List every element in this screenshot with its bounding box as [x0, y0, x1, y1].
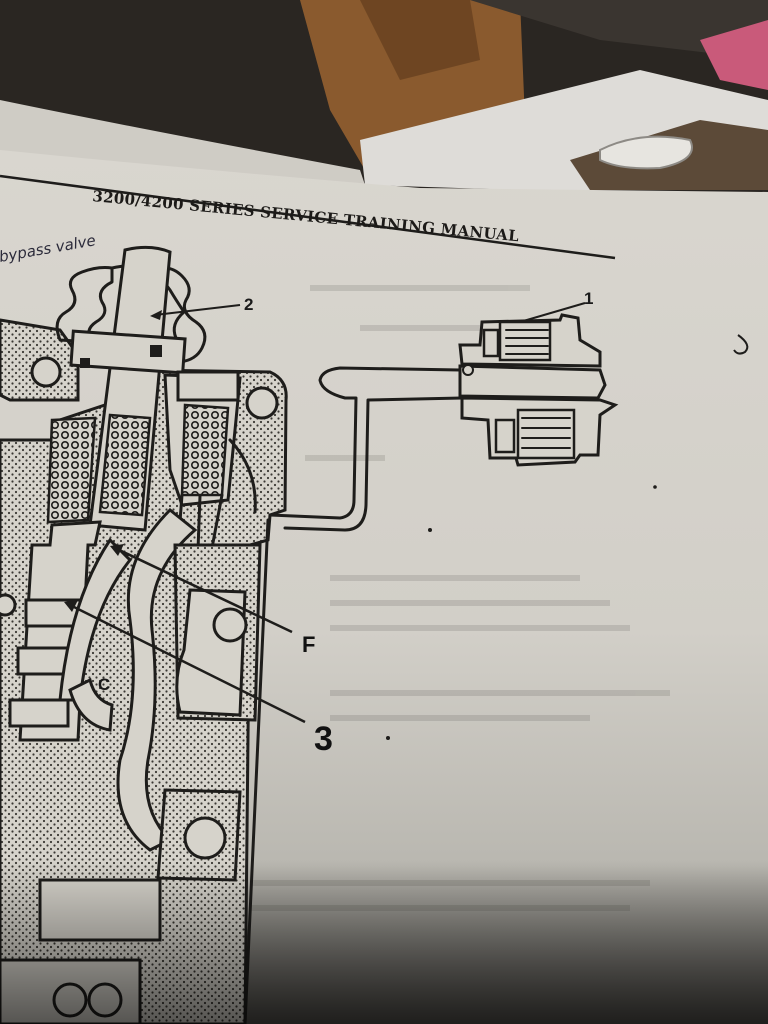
callout-label-f: F	[302, 632, 315, 657]
metal-clip	[599, 135, 693, 170]
pump-assembly-diagram	[458, 313, 619, 467]
callout-label-c: C	[98, 675, 110, 694]
callout-leaders	[64, 302, 586, 724]
callout-label-3: 3	[314, 720, 333, 758]
stray-mark	[733, 334, 749, 355]
bottom-shadow	[0, 860, 768, 1024]
callout-label-1: 1	[584, 289, 593, 308]
callout-label-2: 2	[244, 295, 253, 314]
header-rule	[0, 174, 616, 260]
pink-fabric	[700, 20, 768, 90]
